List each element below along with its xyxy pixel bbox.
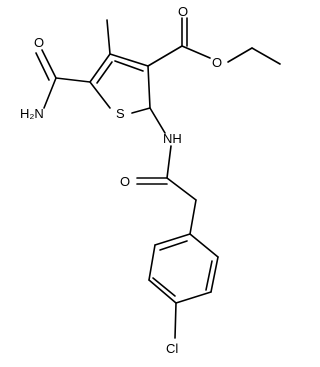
bond-b4-b5-inner: [152, 277, 176, 297]
bond-camide-o: [41, 49, 57, 79]
bond-o-ch2: [227, 47, 253, 63]
amide-nitrogen-label: H₂N: [20, 106, 44, 121]
bond-c4-c3-inner: [114, 60, 144, 72]
atom-labels: O H₂N S O O NH O Cl: [20, 4, 222, 356]
bond-s-c5: [89, 81, 111, 109]
bond-c5-camide: [55, 77, 91, 83]
ester-carbonyl-oxygen-label: O: [178, 4, 188, 19]
chlorine-label: Cl: [166, 341, 178, 356]
thiophene-sulfur-label: S: [116, 106, 125, 121]
bond-ch2-ring: [189, 199, 197, 235]
acyl-carbonyl-oxygen-label: O: [120, 174, 130, 189]
bond-methyl: [106, 19, 111, 55]
bond-cacyl-ch2: [166, 177, 197, 201]
bond-c5-c4-inner: [96, 61, 113, 84]
bond-camide-o-double: [35, 52, 50, 81]
bond-b5-b6: [148, 244, 156, 281]
bond-c5-c4: [89, 53, 111, 83]
bond-b2-b3: [210, 256, 219, 293]
bond-b3-b4: [175, 291, 212, 304]
bond-b2-b3-inner: [205, 260, 213, 291]
bond-b4-b5: [148, 279, 177, 304]
bond-c2-s: [131, 107, 151, 114]
bond-ch2-ch3: [251, 47, 281, 65]
bond-b4-cl: [174, 302, 177, 339]
bond-b6-b1: [154, 233, 191, 246]
bond-c3-cester: [147, 45, 183, 67]
bond-b6-b1-inner: [159, 240, 188, 251]
ester-ether-oxygen-label: O: [212, 55, 222, 70]
bond-nh-cacyl: [166, 145, 172, 179]
amide-oxygen-label: O: [34, 35, 44, 50]
bond-cester-o: [181, 45, 211, 59]
bond-camide-n: [43, 77, 57, 109]
bond-b1-b2: [189, 233, 219, 258]
molecule-canvas: O H₂N S O O NH O Cl: [20, 4, 281, 356]
bond-c3-c2: [147, 65, 151, 109]
bond-c2-nh: [149, 107, 166, 134]
structure-diagram: O H₂N S O O NH O Cl: [20, 4, 281, 356]
bond-c4-c3: [109, 53, 149, 67]
bonds: [35, 17, 281, 339]
anilide-nh-label: NH: [163, 131, 182, 146]
